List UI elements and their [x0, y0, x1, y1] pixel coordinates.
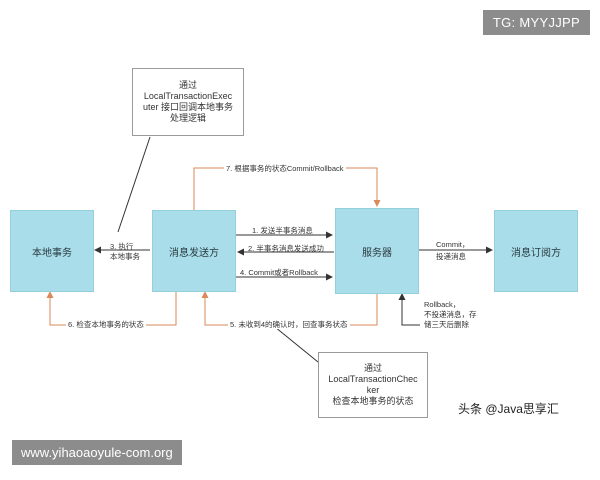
note-connector-executer [117, 136, 151, 233]
label-step6: 6. 检查本地事务的状态 [66, 320, 146, 329]
label-rollback-line-1: Rollback， [424, 300, 461, 309]
note-executer-line-3: uter 接口回调本地事务 [142, 102, 233, 112]
arrow-step7 [193, 167, 381, 210]
node-message-producer: 消息发送方 [152, 210, 236, 292]
label-step5: 5. 未收到4的确认时，回查事务状态 [228, 320, 350, 329]
note-executer-line-1: 通过 [178, 80, 197, 90]
label-commit-line-1: Commit， [436, 240, 470, 249]
label-step1: 1. 发送半事务消息 [252, 226, 313, 235]
note-local-transaction-checker: 通过 LocalTransactionChec ker 检查本地事务的状态 [318, 352, 428, 418]
label-step3-line-2: 本地事务 [110, 252, 140, 261]
note-checker-line-2: LocalTransactionChec [328, 374, 418, 384]
watermark-bottom-left: www.yihaoaoyule-com.org [12, 440, 182, 465]
label-rollback-line-3: 储三天后删除 [424, 320, 469, 329]
note-connector-checker [274, 326, 319, 363]
node-message-consumer: 消息订阅方 [494, 210, 578, 292]
watermark-top-right: TG: MYYJJPP [482, 10, 590, 35]
label-step7: 7. 根据事务的状态Commit/Rollback [224, 164, 346, 173]
node-server: 服务器 [335, 208, 419, 294]
note-checker-line-4: 检查本地事务的状态 [332, 396, 414, 406]
note-executer-line-4: 处理逻辑 [169, 113, 206, 123]
author-byline: 头条 @Java思享汇 [458, 402, 559, 416]
label-step4: 4. Commit或者Rollback [240, 268, 318, 277]
note-executer-line-2: LocalTransactionExec [143, 91, 233, 101]
label-step2: 2. 半事务消息发送成功 [248, 244, 324, 253]
label-step3-line-1: 3. 执行 [110, 242, 134, 251]
note-checker-line-3: ker [366, 385, 380, 395]
label-commit-line-2: 投递消息 [436, 252, 466, 261]
arrow-rollback [401, 292, 420, 326]
node-local-transaction: 本地事务 [10, 210, 94, 292]
note-checker-line-1: 通过 [363, 363, 382, 373]
note-local-transaction-executer: 通过 LocalTransactionExec uter 接口回调本地事务 处理… [132, 68, 244, 136]
label-rollback-line-2: 不投递消息，存 [424, 310, 477, 319]
